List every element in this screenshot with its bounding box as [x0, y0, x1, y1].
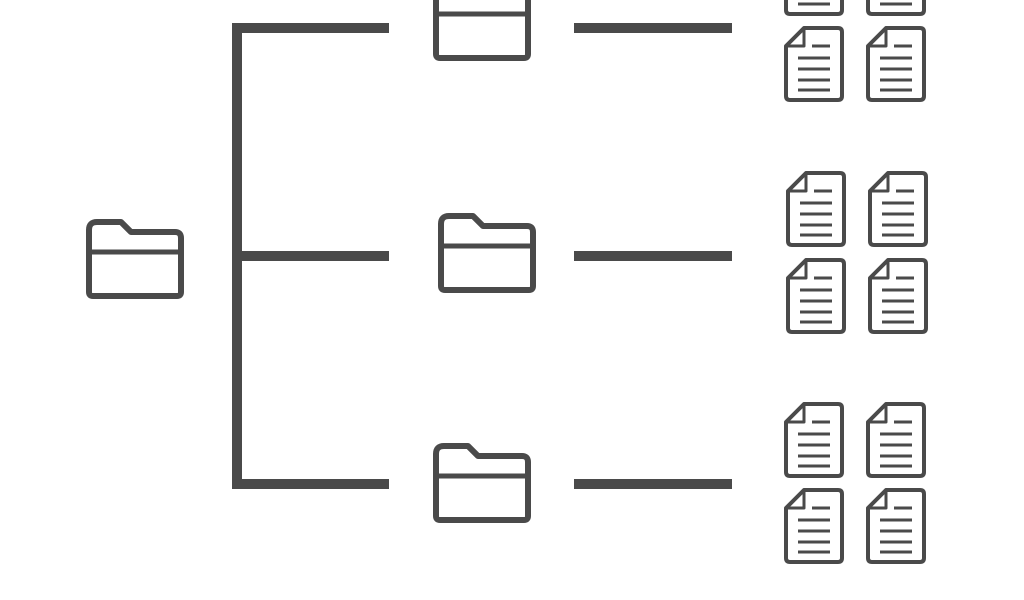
tree-icons [89, 0, 928, 564]
branch-1-document-icon-3 [784, 26, 844, 102]
branch-3-folder-icon [436, 446, 528, 520]
connector-lines [232, 23, 732, 489]
branch-2-document-icon-2 [868, 171, 928, 247]
branch-3-document-icon-3 [784, 488, 844, 564]
branch-2-document-icon-3 [786, 258, 846, 334]
root-folder-icon [89, 222, 181, 296]
branch-2-folder-icon [441, 216, 533, 290]
branch-3-document-icon-4 [866, 488, 926, 564]
branch-1-document-icon-1 [784, 0, 844, 16]
branch-1-document-icon-2 [866, 0, 926, 16]
branch-3-document-icon-1 [784, 402, 844, 478]
branch-3-document-icon-2 [866, 402, 926, 478]
branch-2-document-icon-1 [786, 171, 846, 247]
branch-1-folder-icon [436, 0, 528, 58]
branch-2-document-icon-4 [868, 258, 928, 334]
branch-1-document-icon-4 [866, 26, 926, 102]
